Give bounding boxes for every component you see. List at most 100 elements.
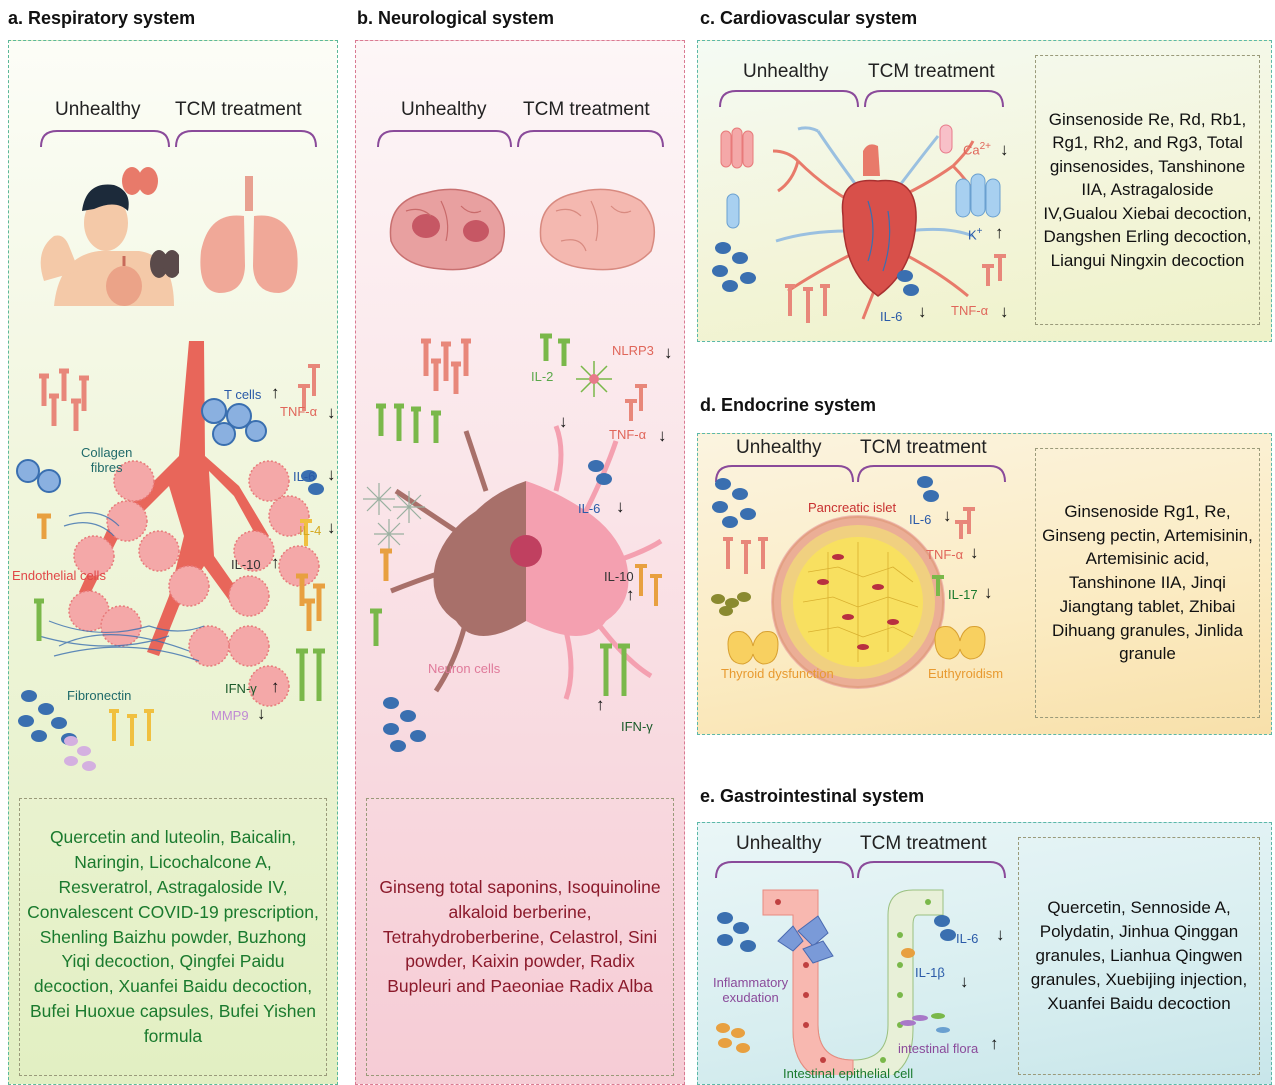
cytokine-orange-single	[34, 511, 54, 541]
panel-e-title: e. Gastrointestinal system	[700, 786, 924, 807]
panel-a-title: a. Respiratory system	[8, 8, 195, 29]
intestinal-flora-up-arrow: ↑	[990, 1035, 999, 1052]
intestinal-epithelial-cell-label: Intestinal epithelial cell	[783, 1066, 913, 1081]
orange-bacteria-cluster	[713, 1018, 758, 1058]
salmon-cytokine-cluster	[416, 336, 486, 396]
il-6-label: IL-6	[880, 309, 902, 324]
gastrointestinal-treatment-list: Quercetin, Sennoside A, Polydatin, Jinhu…	[1018, 837, 1260, 1075]
il-1b-label: IL-1β	[915, 965, 945, 980]
il-17-label: IL-17	[948, 587, 978, 602]
panel-c-title: c. Cardiovascular system	[700, 8, 917, 29]
il-6-down-arrow: ↓	[327, 466, 336, 483]
tnf-alpha-down-arrow: ↓	[1000, 303, 1009, 320]
pink-channel-small-icon	[938, 123, 954, 155]
potassium-up-arrow: ↑	[995, 224, 1004, 241]
tnf-alpha-label: TNF-α	[951, 303, 988, 318]
green-cytokine-glyph-left	[366, 606, 391, 651]
ifn-gamma-up-arrow: ↑	[271, 678, 280, 695]
tnf-alpha-label: TNF-α	[280, 404, 317, 419]
t-cells-label: T cells	[224, 387, 261, 402]
person-with-damaged-lungs-illustration	[24, 161, 179, 306]
tcm-header: TCM treatment	[175, 99, 302, 121]
ifn-gamma-label: IFN-γ	[621, 719, 653, 734]
header-brackets	[9, 125, 338, 155]
il-6-label: IL-6	[909, 512, 931, 527]
tnf-alpha-label: TNF-α	[609, 427, 646, 442]
tcm-header: TCM treatment	[860, 833, 987, 855]
lilac-mmp9-cluster	[59, 731, 109, 776]
olive-cell-cluster	[708, 589, 753, 619]
calcium-charge: 2+	[980, 141, 991, 152]
euthyroidism-label: Euthyroidism	[928, 666, 1003, 681]
blue-il6-cluster-left	[713, 908, 763, 963]
healthy-brain-illustration	[531, 181, 661, 281]
il-6-label: IL-6	[956, 931, 978, 946]
calcium-symbol: Ca	[963, 142, 980, 157]
calcium-down-arrow: ↓	[1000, 141, 1009, 158]
il-4-label: IL-4	[299, 523, 321, 538]
il-17-glyph	[928, 574, 948, 599]
inflammatory-cells-icon	[773, 911, 838, 966]
ifn-gamma-label: IFN-γ	[225, 681, 257, 696]
blue-il6-glyph	[913, 472, 943, 507]
il-1b-glyph	[898, 943, 918, 963]
healthy-lungs-illustration	[189, 171, 309, 301]
damaged-brain-illustration	[381, 181, 511, 281]
nlrp3-label: NLRP3	[612, 343, 654, 358]
il-10-up-arrow: ↑	[271, 554, 280, 571]
tnf-alpha-glyph	[951, 504, 981, 544]
green-il2-glyph	[536, 331, 576, 371]
dysfunctional-thyroid-illustration	[723, 624, 783, 669]
blue-channel-single-icon	[723, 191, 743, 231]
header-brackets	[698, 85, 1028, 113]
endocrine-treatment-list: Ginsenoside Rg1, Re, Ginseng pectin, Art…	[1035, 448, 1260, 718]
tnf-alpha-down-arrow: ↓	[970, 544, 979, 561]
tnf-alpha-down-arrow: ↓	[658, 427, 667, 444]
il-6-down-arrow: ↓	[616, 498, 625, 515]
panel-d-title: d. Endocrine system	[700, 395, 876, 416]
green-cytokine-cluster	[371, 401, 461, 451]
il-6-down-arrow: ↓	[943, 507, 952, 524]
yellow-cytokine-cluster	[104, 706, 164, 756]
blue-il6-cluster-left	[708, 236, 768, 296]
il-17-down-arrow: ↓	[984, 584, 993, 601]
il-6-down-arrow: ↓	[996, 926, 1005, 943]
center-down-arrow: ↓	[559, 413, 568, 430]
pancreatic-islet-label: Pancreatic islet	[808, 500, 896, 515]
unhealthy-header: Unhealthy	[736, 437, 822, 459]
orange-cytokine-glyph	[376, 546, 401, 586]
blue-channel-cluster-icon	[953, 171, 1008, 221]
tcm-header: TCM treatment	[868, 61, 995, 83]
neurological-panel: Unhealthy TCM treatment	[355, 40, 685, 1085]
cytokine-cluster-salmon	[34, 366, 104, 436]
respiratory-treatment-text: Quercetin and luteolin, Baicalin, Naring…	[26, 825, 320, 1049]
respiratory-treatment-list: Quercetin and luteolin, Baicalin, Naring…	[19, 798, 327, 1076]
potassium-label: K+	[968, 226, 983, 242]
il-10-label: IL-10	[231, 557, 261, 572]
potassium-charge: +	[977, 226, 983, 237]
cardiovascular-treatment-text: Ginsenoside Re, Rd, Rb1, Rg1, Rh2, and R…	[1042, 108, 1253, 272]
tcm-header: TCM treatment	[523, 99, 650, 121]
collagen-fibres-label: Collagen fibres	[81, 445, 132, 475]
pink-channel-icon	[718, 123, 758, 173]
cardiovascular-panel: Unhealthy TCM treatment	[697, 40, 1272, 342]
il-1b-down-arrow: ↓	[960, 973, 969, 990]
intestinal-flora-label: intestinal flora	[898, 1041, 978, 1056]
inflammatory-exudation-label: Inflammatory exudation	[713, 975, 788, 1005]
tnf-alpha-glyph	[978, 251, 1013, 291]
il-10-up-arrow: ↑	[626, 586, 635, 603]
tnf-alpha-down-arrow: ↓	[327, 404, 336, 421]
t-cell-cluster	[194, 396, 274, 446]
pancreatic-islet-illustration	[768, 512, 948, 692]
il-4-down-arrow: ↓	[327, 519, 336, 536]
thyroid-dysfunction-label: Thyroid dysfunction	[721, 666, 834, 681]
blue-il6-cluster-left	[708, 472, 768, 532]
unhealthy-header: Unhealthy	[55, 99, 141, 121]
gastrointestinal-treatment-text: Quercetin, Sennoside A, Polydatin, Jinhu…	[1025, 896, 1253, 1017]
tnf-alpha-label: TNF-α	[926, 547, 963, 562]
neurological-treatment-list: Ginseng total saponins, Isoquinoline alk…	[366, 798, 674, 1076]
endothelial-cells-label: Endothelial cells	[12, 568, 106, 583]
panel-b-title: b. Neurological system	[357, 8, 554, 29]
respiratory-panel: Unhealthy TCM treatment	[8, 40, 338, 1085]
header-brackets	[356, 125, 685, 155]
